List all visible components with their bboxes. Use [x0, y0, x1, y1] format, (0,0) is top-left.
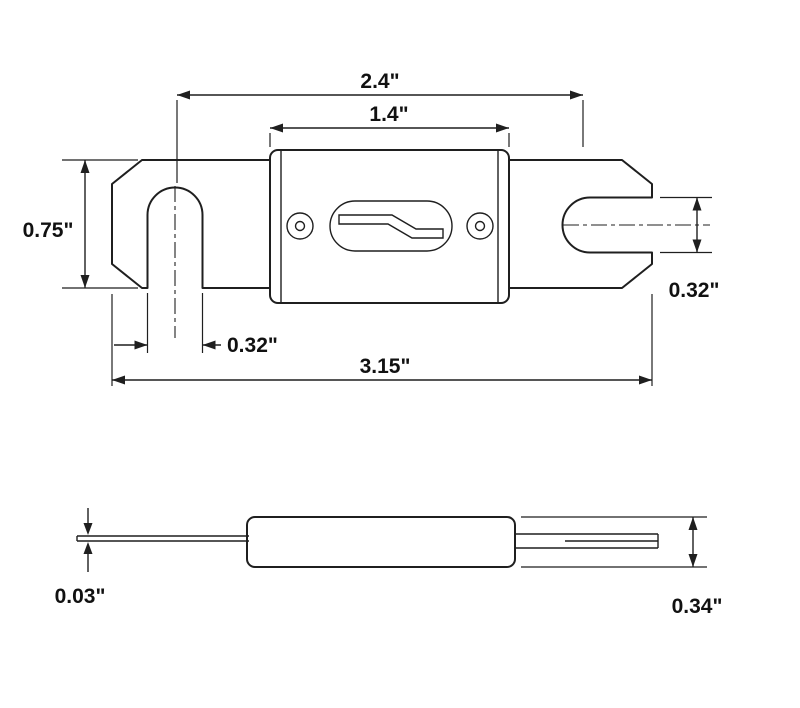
side-view: 0.03" 0.34": [55, 508, 723, 618]
dim-3-15-label: 3.15": [360, 355, 411, 378]
left-terminal-outline: [111, 159, 270, 289]
arrowhead-right: [496, 123, 509, 133]
arrowhead-left: [112, 375, 125, 385]
arrowhead-up: [692, 197, 702, 211]
arrowhead-down: [688, 554, 698, 567]
fuse-element-strip: [338, 214, 444, 239]
arrowhead-down: [80, 275, 90, 288]
arrowhead-up: [688, 517, 698, 530]
arrowhead-down: [83, 523, 93, 535]
dim-0-34-label: 0.34": [672, 595, 723, 618]
arrowhead-left: [270, 123, 283, 133]
left-rivet-inner: [294, 220, 306, 232]
right-terminal-outline: [509, 159, 653, 289]
arrowhead-left: [202, 340, 216, 350]
dim-2-4-label: 2.4": [360, 70, 399, 93]
arrowhead-right: [570, 90, 583, 100]
dimension-0-32-left: 0.32": [114, 293, 278, 357]
dim-0-03-label: 0.03": [55, 585, 106, 608]
dimension-0-34: 0.34": [521, 516, 723, 618]
arrowhead-up: [80, 160, 90, 173]
arrowhead-right: [134, 340, 148, 350]
element-window-outline: [329, 200, 453, 252]
dimension-1-4: 1.4": [269, 103, 510, 147]
dim-0-32-right-label: 0.32": [669, 279, 720, 302]
arrowhead-up: [83, 542, 93, 554]
dimension-0-75: 0.75": [23, 159, 138, 289]
dimension-3-15: 3.15": [111, 294, 653, 386]
fuse-body-outline: [269, 149, 510, 304]
side-body-outline: [246, 516, 516, 568]
left-rivet-outer: [286, 212, 314, 240]
top-view: 2.4" 1.4" 0.75" 0.32": [23, 70, 720, 386]
arrowhead-right: [639, 375, 652, 385]
dimension-2-4: 2.4": [176, 70, 584, 183]
dim-1-4-label: 1.4": [369, 103, 408, 126]
dimension-0-03: 0.03": [55, 508, 106, 608]
dim-0-75-label: 0.75": [23, 219, 74, 242]
arrowhead-left: [177, 90, 190, 100]
right-rivet-outer: [466, 212, 494, 240]
dim-0-32-left-label: 0.32": [227, 334, 278, 357]
dimension-0-32-right: 0.32": [660, 196, 720, 302]
arrowhead-down: [692, 239, 702, 253]
right-rivet-inner: [474, 220, 486, 232]
